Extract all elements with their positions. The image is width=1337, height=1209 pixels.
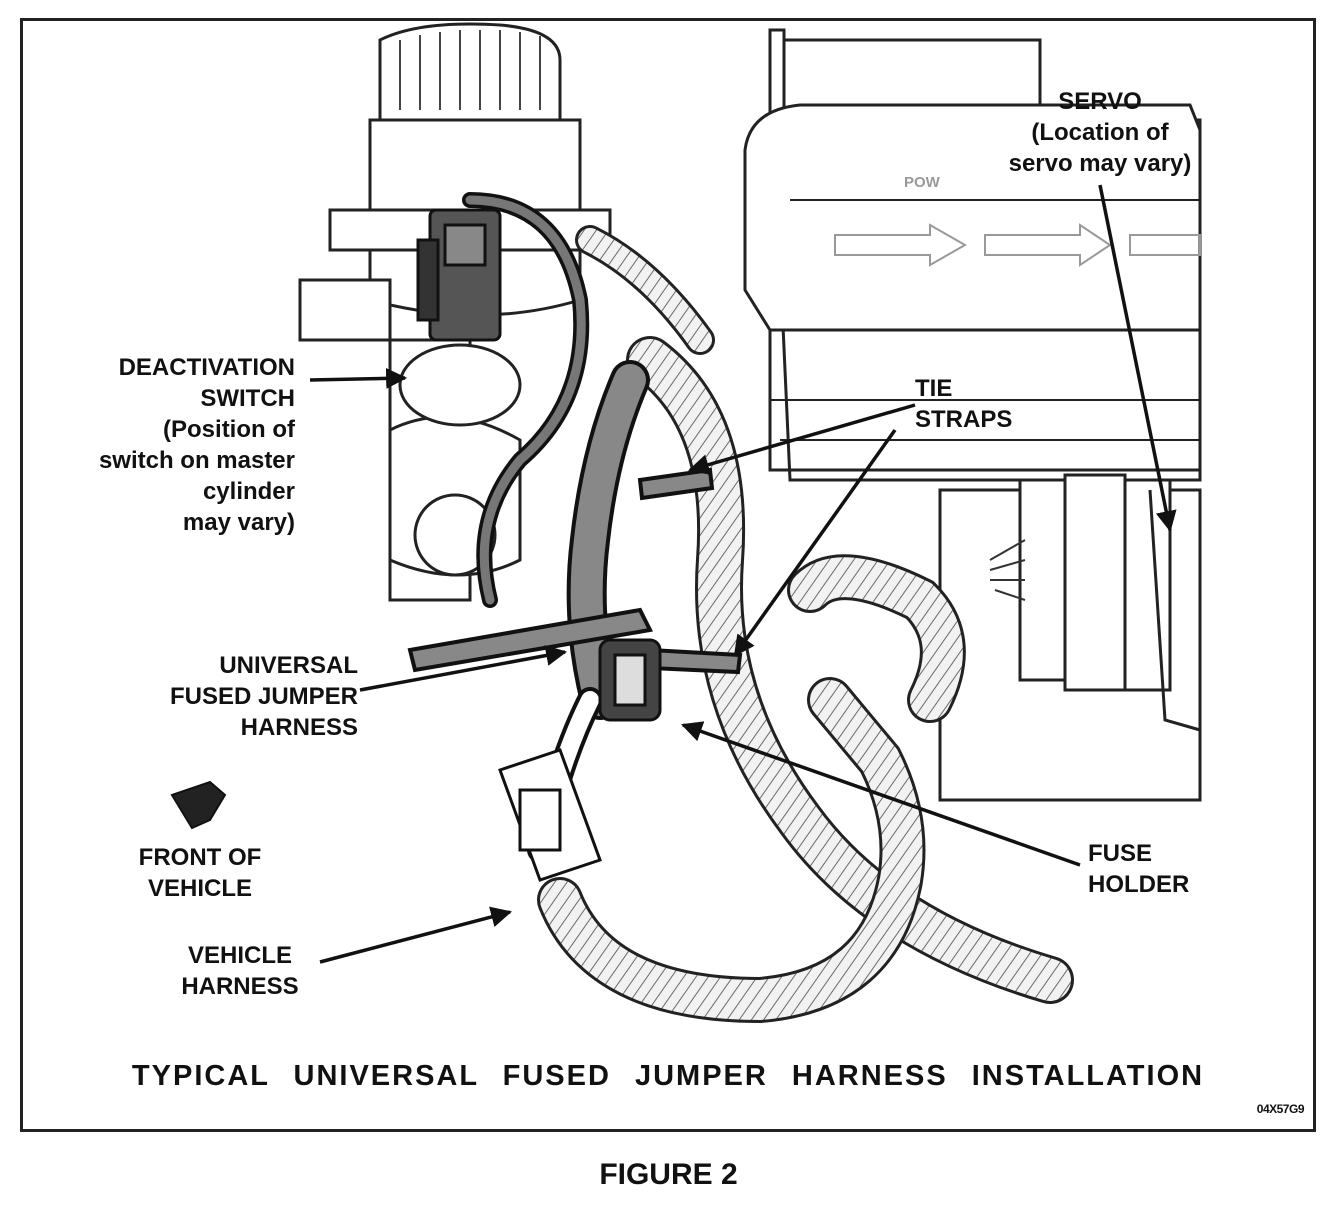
figure-caption: FIGURE 2 [599,1158,738,1191]
tie-straps-label: TIE STRAPS [915,375,1013,433]
vehicle-connector [498,748,602,882]
power-distribution-center [743,28,1202,482]
deactivation-switch-label: DEACTIVATION SWITCH (Position of switch … [98,354,295,536]
wire-bundle [989,539,1026,601]
figure-title: TYPICAL UNIVERSAL FUSED JUMPER HARNESS I… [131,1060,1205,1092]
leader-arrows [309,184,1177,964]
fuse-holder-label: FUSE HOLDER [1088,840,1190,898]
fuse-holder [598,638,662,722]
front-arrow-icon [170,780,227,830]
servo-label: SERVO (Location of servo may vary) [1008,88,1192,177]
vehicle-harness [537,225,1074,1024]
module-text: POW [904,174,941,191]
vehicle-harness-label: VEHICLE HARNESS [181,942,299,1000]
reservoir-ribs [399,30,541,110]
universal-harness-label: UNIVERSAL FUSED JUMPER HARNESS [169,652,358,741]
servo-bracket [938,473,1202,802]
switch-connector [416,208,502,342]
arrow-decal [834,223,1201,267]
figure-code: 04X57G9 [1256,1102,1305,1116]
front-of-vehicle-label: FRONT OF VEHICLE [138,844,262,902]
